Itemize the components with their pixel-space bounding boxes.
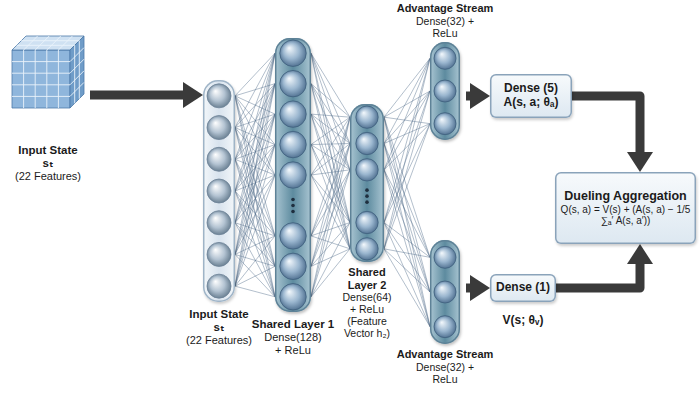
flow-arrow xyxy=(466,92,470,101)
neuron xyxy=(207,84,231,108)
dense-box: Dense (1)V(s; θᵥ) xyxy=(490,274,556,302)
neuron xyxy=(280,101,306,127)
flow-arrow xyxy=(556,264,640,288)
neuron xyxy=(280,40,306,66)
ellipsis-dot xyxy=(365,188,369,192)
neuron xyxy=(356,159,378,181)
neuron xyxy=(356,132,378,154)
stream-layer: Advantage StreamDense(32) + ReLu xyxy=(430,240,460,344)
input-layer: Input State sₜ(22 Features) xyxy=(203,80,235,302)
neuron xyxy=(207,179,231,203)
neuron xyxy=(280,223,306,249)
dense-connections xyxy=(384,58,430,249)
node-title: Advantage Stream xyxy=(397,348,494,361)
aggregation-box: Dueling AggregationQ(s, a) = V(s) + (A(s… xyxy=(555,172,696,244)
node-title: Shared Layer 1 xyxy=(252,318,334,331)
flow-arrow xyxy=(90,91,183,100)
neuron xyxy=(207,242,231,266)
ellipsis-dot xyxy=(291,210,295,214)
stream-layer: Advantage StreamDense(32) + ReLu xyxy=(430,42,460,140)
neuron xyxy=(207,211,231,235)
node-title: Input State sₜ xyxy=(16,144,80,170)
ellipsis-dot xyxy=(291,204,295,208)
label-group: Shared Layer 2Dense(64) + ReLu (Feature … xyxy=(332,266,402,340)
flow-arrow xyxy=(572,96,640,152)
neuron-column xyxy=(350,104,384,262)
label-group: Shared Layer 1Dense(128) + ReLu xyxy=(243,318,343,357)
neuron xyxy=(356,238,378,260)
neuron-column xyxy=(430,240,460,344)
cube-grid xyxy=(12,36,84,108)
node-detail: Dense(32) + ReLu xyxy=(415,361,475,385)
ellipsis-dot xyxy=(291,198,295,202)
label-group: Dense (5)A(s, a; θₐ) xyxy=(490,74,572,118)
flow-arrow xyxy=(466,284,470,293)
node-detail: (22 Features) xyxy=(186,334,252,347)
dense-connections xyxy=(235,53,275,297)
node-title: Dense (5) xyxy=(504,82,558,96)
node-title: Dueling Aggregation xyxy=(564,189,686,203)
label-group: Input State sₜ(22 Features) xyxy=(3,144,93,183)
cube-front xyxy=(12,50,70,108)
node-detail: (22 Features) xyxy=(15,170,81,183)
neuron xyxy=(207,274,231,298)
neuron-column xyxy=(275,38,311,312)
neuron xyxy=(280,253,306,279)
node-detail: Dense(128) + ReLu xyxy=(260,331,326,356)
label-group: Dense (1) xyxy=(490,274,556,302)
node-title: Advantage Stream xyxy=(397,2,494,15)
neuron xyxy=(434,316,456,338)
neuron xyxy=(280,70,306,96)
label-group: V(s; θᵥ) xyxy=(478,314,568,328)
input-cube: Input State sₜ(22 Features) xyxy=(12,34,84,110)
dense-box: Dense (5)A(s, a; θₐ) xyxy=(490,74,572,118)
hidden-layer: Shared Layer 1Dense(128) + ReLu xyxy=(275,38,311,312)
label-group: Advantage StreamDense(32) + ReLu xyxy=(390,2,500,39)
cube-side xyxy=(70,36,84,108)
node-detail: Dense(64) + ReLu (Feature Vector h₂) xyxy=(339,291,395,339)
neuron xyxy=(434,47,456,69)
neuron-column xyxy=(203,80,235,302)
input-cube-illustration xyxy=(12,36,84,108)
neuron xyxy=(356,211,378,233)
label-group: Advantage StreamDense(32) + ReLu xyxy=(390,348,500,385)
neuron xyxy=(280,162,306,188)
label-group: Input State sₜ(22 Features) xyxy=(179,308,259,347)
neuron xyxy=(280,131,306,157)
label-group: Dueling AggregationQ(s, a) = V(s) + (A(s… xyxy=(555,172,696,244)
neuron xyxy=(434,80,456,102)
neuron xyxy=(356,106,378,128)
node-title: V(s; θᵥ) xyxy=(503,314,544,328)
node-detail: Q(s, a) = V(s) + (A(s, a) − 1/5 ∑ₐ′ A(s,… xyxy=(559,204,693,227)
neuron xyxy=(434,113,456,135)
neuron xyxy=(434,281,456,303)
node-title: Input State sₜ xyxy=(187,308,251,334)
node-detail: Dense(32) + ReLu xyxy=(415,15,475,39)
ellipsis-dot xyxy=(365,194,369,198)
neuron xyxy=(207,147,231,171)
neuron xyxy=(280,284,306,310)
node-title: Dense (1) xyxy=(496,281,550,295)
node-title: Shared Layer 2 xyxy=(342,266,392,291)
neuron xyxy=(434,246,456,268)
neuron-column xyxy=(430,42,460,140)
dense-connections xyxy=(311,53,350,297)
neuron xyxy=(207,116,231,140)
hidden-layer: Shared Layer 2Dense(64) + ReLu (Feature … xyxy=(350,104,384,262)
ellipsis-dot xyxy=(365,200,369,204)
node-title: A(s, a; θₐ) xyxy=(503,96,558,110)
